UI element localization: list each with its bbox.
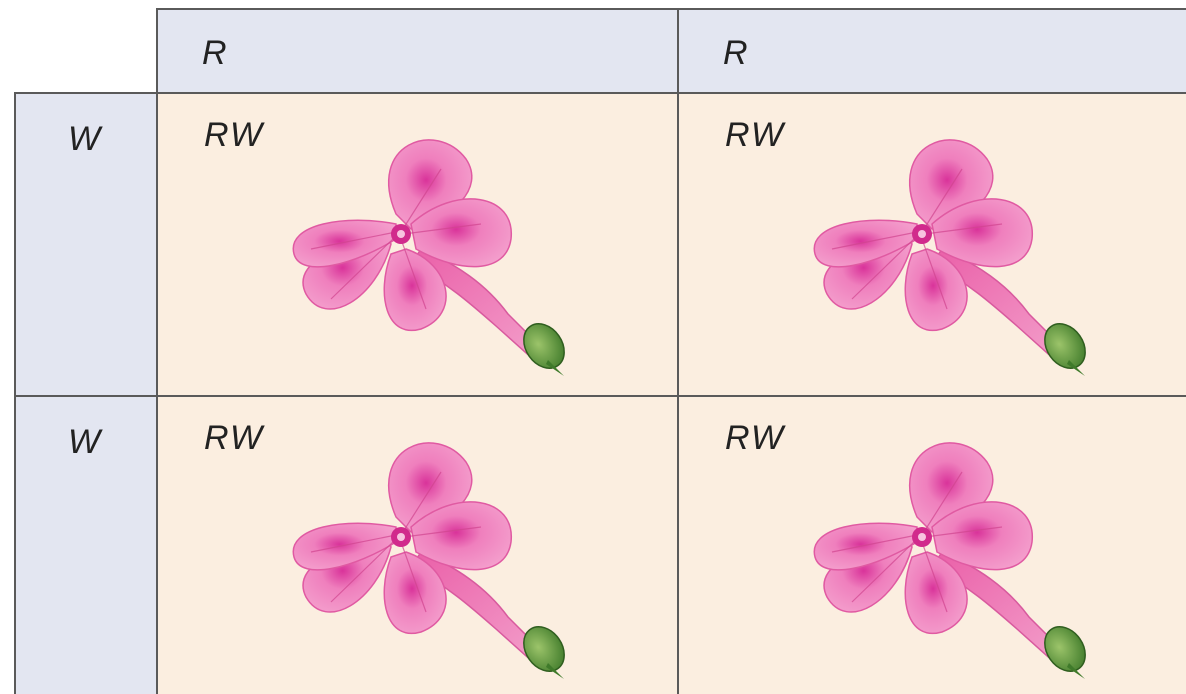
pink-flower-icon [813,139,1095,377]
row-allele-1: W [68,120,102,158]
offspring-genotype: RW [725,419,786,457]
offspring-cell-2-1: RW [156,395,678,694]
pink-flower-icon [292,442,574,680]
column-header-1: R [156,8,678,92]
offspring-cell-1-1: RW [156,92,678,396]
offspring-genotype: RW [204,419,265,457]
row-header-1: W [14,92,157,396]
column-header-2: R [677,8,1186,92]
pink-flower-icon [813,442,1095,680]
offspring-cell-2-2: RW [677,395,1186,694]
pink-flower-icon [292,139,574,377]
offspring-genotype: RW [204,116,265,154]
column-allele-2: R [723,34,749,72]
row-header-2: W [14,395,157,694]
column-allele-1: R [202,34,228,72]
offspring-genotype: RW [725,116,786,154]
offspring-cell-1-2: RW [677,92,1186,396]
row-allele-2: W [68,423,102,461]
